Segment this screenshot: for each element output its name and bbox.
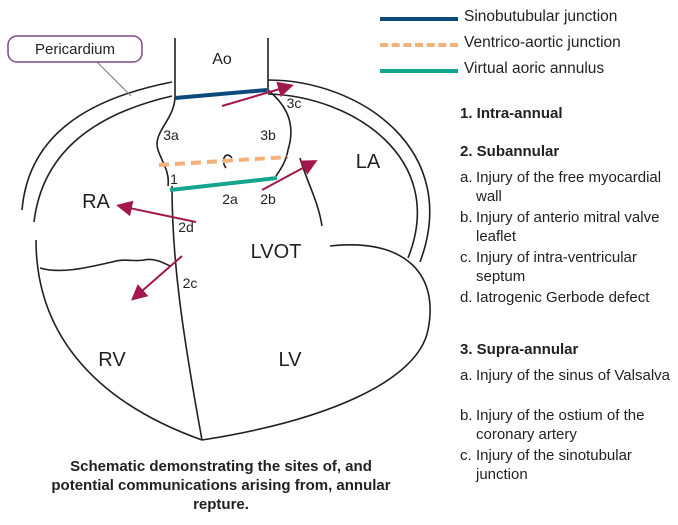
subannular-item-d: d. Iatrogenic Gerbode defect: [460, 288, 675, 307]
subannular-item-d-letter: d.: [460, 288, 473, 307]
supra-item-a-letter: a.: [460, 366, 473, 385]
tricuspid-line: [40, 259, 170, 270]
supra-item-c-letter: c.: [460, 446, 472, 465]
supra-item-b-letter: b.: [460, 406, 473, 425]
pericardium-label: Pericardium: [35, 41, 115, 58]
supra-annular-heading: 3. Supra-annular: [460, 340, 578, 359]
supra-item-a: a. Injury of the sinus of Valsalva: [460, 366, 675, 385]
subannular-item-c-text: Injury of intra-ventricular septum: [460, 248, 675, 286]
chamber-la: LA: [356, 151, 381, 173]
supra-item-b: b. Injury of the ostium of the coronary …: [460, 406, 675, 444]
chamber-rv: RV: [98, 349, 126, 371]
subannular-item-b: b. Injury of anterio mitral valve leafle…: [460, 208, 675, 246]
supra-item-c-text: Injury of the sinotubular junction: [460, 446, 675, 484]
site-3b-label: 3b: [260, 127, 276, 143]
supra-item-b-text: Injury of the ostium of the coronary art…: [460, 406, 675, 444]
subannular-item-b-text: Injury of anterio mitral valve leaflet: [460, 208, 675, 246]
site-1-label: 1: [170, 171, 178, 187]
legend-label-ventrico-aortic: Ventrico-aortic junction: [464, 34, 621, 52]
chamber-ra: RA: [82, 191, 110, 213]
subannular-item-a: a. Injury of the free myocardial wall: [460, 168, 675, 206]
site-3a-label: 3a: [163, 127, 179, 143]
legend-item-virtual-annulus: Virtual aoric annulus: [380, 60, 678, 80]
legend-item-sinotubular: Sinobutubular junction: [380, 8, 678, 28]
site-2c-label: 2c: [183, 275, 198, 291]
legend-label-virtual-annulus: Virtual aoric annulus: [464, 60, 604, 78]
supra-item-a-text: Injury of the sinus of Valsalva: [460, 366, 675, 385]
chamber-lvot: LVOT: [251, 241, 302, 263]
legend-swatch-ventrico-aortic: [380, 43, 458, 47]
legend-swatch-virtual-annulus: [380, 69, 458, 73]
subannular-item-d-text: Iatrogenic Gerbode defect: [460, 288, 675, 307]
subannular-item-a-letter: a.: [460, 168, 473, 187]
subannular-item-a-text: Injury of the free myocardial wall: [460, 168, 675, 206]
legend-item-ventrico-aortic: Ventrico-aortic junction: [380, 34, 678, 54]
chamber-ao: Ao: [212, 51, 232, 68]
arrow-2c: [134, 256, 182, 298]
site-2d-label: 2d: [178, 219, 194, 235]
lv-free-wall: [202, 245, 430, 440]
figure-caption: Schematic demonstrating the sites of, an…: [50, 457, 392, 514]
pericardium-leader: [95, 60, 131, 96]
site-2b-label: 2b: [260, 191, 276, 207]
subannular-item-b-letter: b.: [460, 208, 473, 227]
subannular-item-c: c. Injury of intra-ventricular septum: [460, 248, 675, 286]
chamber-lv: LV: [279, 349, 303, 371]
subannular-item-c-letter: c.: [460, 248, 472, 267]
site-2a-label: 2a: [222, 191, 238, 207]
site-3c-label: 3c: [287, 95, 302, 111]
virtual-annulus-line: [170, 178, 277, 190]
legend-label-sinotubular: Sinobutubular junction: [464, 8, 617, 26]
pericardium-right-inner: [268, 94, 417, 258]
supra-item-c: c. Injury of the sinotubular junction: [460, 446, 675, 484]
subannular-heading: 2. Subannular: [460, 142, 559, 161]
intra-annular-heading: 1. Intra-annual: [460, 104, 563, 123]
legend-swatch-sinotubular: [380, 17, 458, 21]
